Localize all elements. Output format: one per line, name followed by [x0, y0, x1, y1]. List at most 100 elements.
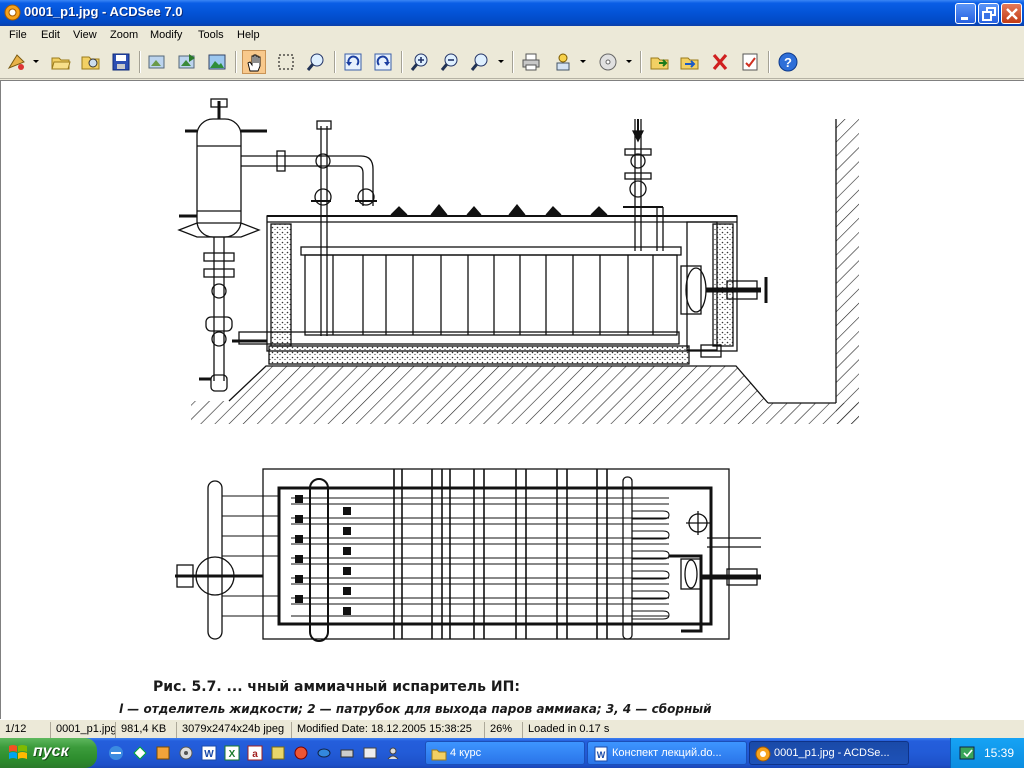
task-label: 0001_p1.jpg - ACDSe... — [774, 747, 890, 759]
save-icon — [112, 53, 130, 71]
network-icon[interactable] — [293, 745, 309, 761]
task-word-doc[interactable]: W Конспект лекций.do... — [587, 741, 747, 765]
toolbar: ? — [0, 45, 1024, 79]
drive-icon[interactable] — [339, 745, 355, 761]
messenger-icon[interactable] — [132, 745, 148, 761]
menu-edit[interactable]: Edit — [41, 29, 60, 41]
status-zoom: 26% — [484, 722, 522, 738]
rotate-right-button[interactable] — [371, 50, 395, 74]
menu-bar: File Edit View Zoom Modify Tools Help — [0, 26, 1024, 45]
delete-button[interactable] — [708, 50, 732, 74]
task-acdsee[interactable]: 0001_p1.jpg - ACDSe... — [749, 741, 909, 765]
rotate-left-button[interactable] — [341, 50, 365, 74]
svg-text:a: a — [252, 749, 258, 760]
clock[interactable]: 15:39 — [984, 746, 1015, 760]
fish-icon[interactable] — [316, 745, 332, 761]
elevation-view — [177, 98, 859, 424]
previous-icon — [148, 55, 165, 69]
task-label: Конспект лекций.do... — [612, 747, 722, 759]
technical-drawing — [175, 98, 859, 642]
copy-to-icon — [650, 57, 669, 70]
image-button[interactable] — [205, 50, 229, 74]
print-icon — [522, 53, 540, 71]
language-icon[interactable] — [959, 745, 977, 761]
status-loaded: Loaded in 0.17 s — [522, 722, 1024, 738]
next-button[interactable] — [175, 50, 199, 74]
zoom-icon — [470, 53, 488, 71]
move-to-icon — [680, 57, 699, 70]
hand-tool-icon — [247, 54, 261, 72]
zoom-in-icon — [410, 53, 428, 71]
select-tool-button[interactable] — [274, 50, 298, 74]
svg-text:W: W — [204, 749, 214, 760]
print-button[interactable] — [519, 50, 543, 74]
svg-text:?: ? — [784, 55, 792, 70]
image-viewer[interactable]: Рис. 5.7. ... чный аммиачный испаритель … — [0, 80, 1024, 719]
zoom-tool-button[interactable] — [304, 50, 328, 74]
acquire-button[interactable] — [5, 50, 29, 74]
zoom-out-button[interactable] — [438, 50, 462, 74]
delete-icon — [712, 53, 728, 71]
help-icon: ? — [778, 52, 798, 72]
menu-tools[interactable]: Tools — [198, 29, 224, 41]
rotate-right-icon — [374, 53, 392, 71]
window-title: 0001_p1.jpg - ACDSee 7.0 — [24, 4, 183, 19]
menu-zoom[interactable]: Zoom — [110, 29, 139, 41]
app-icon[interactable] — [270, 745, 286, 761]
windows-logo-icon — [9, 745, 27, 759]
restore-button[interactable] — [978, 3, 999, 24]
menu-view[interactable]: View — [73, 29, 97, 41]
system-tray: 15:39 — [950, 738, 1024, 768]
share-icon — [556, 53, 570, 71]
save-button[interactable] — [109, 50, 133, 74]
title-bar[interactable]: 0001_p1.jpg - ACDSee 7.0 — [0, 0, 1024, 26]
zoom-button[interactable] — [468, 50, 492, 74]
access-icon[interactable]: a — [247, 745, 263, 761]
app-window: 0001_p1.jpg - ACDSee 7.0 File Edit View … — [0, 0, 1024, 738]
excel-icon[interactable]: X — [224, 745, 240, 761]
share-button[interactable] — [551, 50, 575, 74]
browser-icon[interactable] — [108, 745, 124, 761]
browse-icon — [81, 56, 100, 70]
properties-button[interactable] — [738, 50, 762, 74]
zoom-out-icon — [440, 53, 458, 71]
media-icon[interactable] — [155, 745, 171, 761]
user-icon[interactable] — [385, 745, 401, 761]
image-icon — [208, 54, 226, 70]
minimize-button[interactable] — [955, 3, 976, 24]
properties-icon — [742, 53, 758, 71]
minimize-icon — [961, 17, 968, 20]
player-icon[interactable] — [178, 745, 194, 761]
move-to-button[interactable] — [678, 50, 702, 74]
menu-modify[interactable]: Modify — [150, 29, 183, 41]
status-modified: Modified Date: 18.12.2005 15:38:25 — [291, 722, 484, 738]
burn-icon — [599, 53, 617, 71]
acquire-icon — [7, 54, 25, 70]
hand-tool-button[interactable] — [242, 50, 266, 74]
folder-icon — [431, 749, 447, 761]
previous-button[interactable] — [145, 50, 169, 74]
menu-file[interactable]: File — [9, 29, 27, 41]
copy-to-button[interactable] — [648, 50, 672, 74]
task-folder[interactable]: 4 курс — [425, 741, 585, 765]
help-button[interactable]: ? — [776, 50, 800, 74]
start-label: пуск — [33, 743, 69, 760]
close-icon — [1006, 8, 1018, 20]
acdsee-icon — [755, 746, 771, 762]
svg-text:X: X — [229, 749, 236, 760]
menu-help[interactable]: Help — [237, 29, 260, 41]
restore-icon — [982, 7, 996, 21]
zoom-in-button[interactable] — [408, 50, 432, 74]
status-filesize: 981,4 KB — [115, 722, 176, 738]
close-button[interactable] — [1001, 3, 1022, 24]
browse-button[interactable] — [79, 50, 103, 74]
start-button[interactable]: пуск — [0, 738, 97, 768]
burn-button[interactable] — [596, 50, 620, 74]
word-icon[interactable]: W — [201, 745, 217, 761]
plan-view — [175, 468, 761, 642]
figure-legend: l — отделитель жидкости; 2 — патрубок дл… — [119, 702, 712, 716]
status-dimensions: 3079x2474x24b jpeg — [176, 722, 291, 738]
svg-text:W: W — [597, 750, 606, 760]
open-button[interactable] — [49, 50, 73, 74]
terminal-icon[interactable] — [362, 745, 378, 761]
